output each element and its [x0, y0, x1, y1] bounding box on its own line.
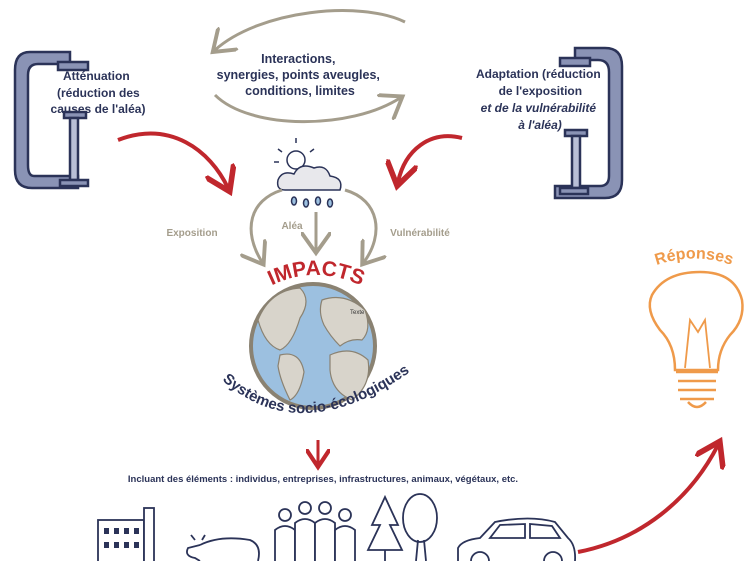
trees-icon	[366, 493, 438, 561]
clamp-icon-left	[13, 50, 90, 190]
interactions-text: Interactions, synergies, points aveugles…	[217, 52, 384, 98]
adaptation-text: Adaptation (réduction de l'exposition et…	[476, 67, 604, 132]
sun-cloud-rain-icon	[274, 138, 342, 208]
globe-icon: Texte	[249, 282, 377, 410]
exposition-label: Exposition	[166, 228, 217, 239]
driver-arrows	[251, 188, 376, 262]
alea-label: Aléa	[281, 221, 303, 232]
including-text: Incluant des éléments : individus, entre…	[128, 474, 518, 485]
globe-label: Texte	[350, 310, 365, 316]
clamp-icon-right	[553, 46, 624, 200]
vulnerabilite-label: Vulnérabilité	[390, 228, 450, 239]
people-icon	[274, 501, 356, 561]
red-arrows-top	[117, 131, 463, 188]
responses-title: Réponses	[653, 245, 736, 268]
lightbulb-icon	[648, 270, 744, 409]
car-icon	[457, 517, 577, 561]
interaction-cycle-arrows	[215, 9, 406, 124]
cow-icon	[186, 534, 260, 561]
red-arrow-to-responses	[577, 445, 718, 554]
attenuation-text: Atténuation (réduction des causes de l'a…	[51, 69, 146, 116]
building-icon	[97, 507, 155, 561]
